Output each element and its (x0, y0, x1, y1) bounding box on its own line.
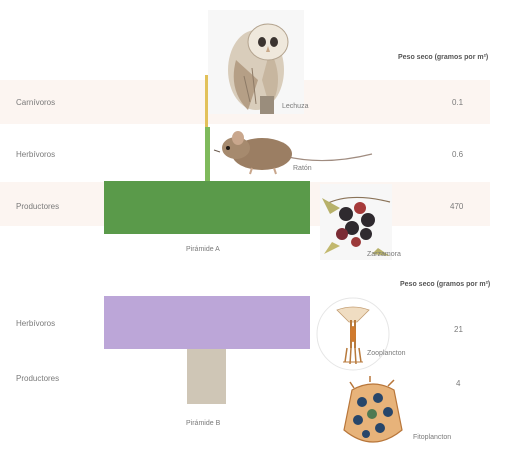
pyramid-a-caption: Pirámide A (186, 246, 220, 253)
pyramid-b-bar-herbivores (104, 296, 310, 349)
organism-label-mouse: Ratón (293, 165, 312, 172)
pyramid-a-level-label-producers: Productores (16, 202, 59, 211)
pyramid-b-level-label-producers: Productores (16, 374, 59, 383)
pyramid-a-value-herbivores: 0.6 (452, 150, 463, 159)
pyramid-a-level-label-carnivores: Carnívoros (16, 98, 55, 107)
owl-icon (208, 10, 308, 115)
pyramid-b-caption: Pirámide B (186, 420, 220, 427)
phytoplankton-icon (340, 380, 406, 452)
pyramid-a-bar-herbivores (205, 127, 210, 181)
zooplankton-icon (317, 296, 391, 374)
pyramid-b-level-label-herbivores: Herbívoros (16, 319, 55, 328)
organism-label-zooplankton: Zooplancton (367, 350, 406, 357)
pyramid-b-value-herbivores: 21 (454, 325, 463, 334)
pyramid-a-value-carnivores: 0.1 (452, 98, 463, 107)
organism-label-blackberry: Zarzamora (367, 251, 401, 258)
pyramid-a-header: Peso seco (gramos por m²) (398, 54, 488, 61)
pyramid-b-header: Peso seco (gramos por m²) (400, 281, 490, 288)
pyramid-a-value-producers: 470 (450, 202, 463, 211)
pyramid-a-level-label-herbivores: Herbívoros (16, 150, 55, 159)
pyramid-b-value-producers: 4 (456, 379, 460, 388)
pyramid-a-bar-producers (104, 181, 310, 234)
organism-label-phytoplankton: Fitoplancton (413, 434, 451, 441)
organism-label-owl: Lechuza (282, 103, 308, 110)
pyramid-b-bar-producers (187, 349, 226, 404)
